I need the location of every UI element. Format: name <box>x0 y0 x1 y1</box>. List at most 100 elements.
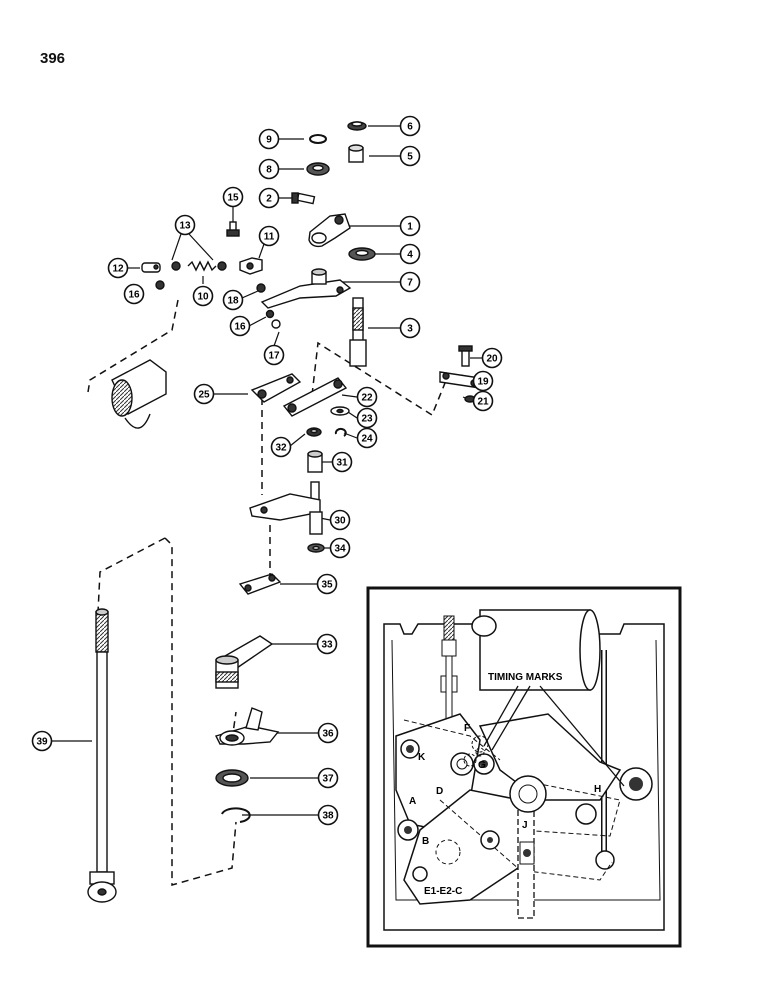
callout-5: 5 <box>399 145 421 167</box>
svg-text:1: 1 <box>407 222 413 233</box>
callout-16b: 16 <box>229 315 251 337</box>
svg-text:11: 11 <box>264 232 275 243</box>
callout-1: 1 <box>399 215 421 237</box>
part-36-fork <box>214 707 280 746</box>
callout-30: 30 <box>329 509 351 531</box>
inset-letter-d: D <box>436 786 443 797</box>
page-number: 396 <box>40 50 66 67</box>
part-11-yoke <box>239 257 263 275</box>
svg-text:15: 15 <box>227 193 239 204</box>
part-39-shaft <box>87 608 117 903</box>
svg-text:31: 31 <box>336 458 348 469</box>
inset-letter-f: F <box>464 723 470 734</box>
svg-text:34: 34 <box>334 544 346 555</box>
callout-35: 35 <box>316 573 338 595</box>
part-20-bolt <box>458 345 473 367</box>
part-38-snap-ring <box>221 807 251 823</box>
callout-38: 38 <box>317 804 339 826</box>
part-37-seal <box>215 769 249 787</box>
svg-text:18: 18 <box>227 296 239 307</box>
inset-letter-k: K <box>418 752 426 763</box>
part-3-shaft <box>349 297 367 367</box>
callout-32: 32 <box>270 436 292 458</box>
svg-text:9: 9 <box>266 135 272 146</box>
part-12-pin <box>141 262 161 273</box>
callout-4: 4 <box>399 243 421 265</box>
part-15-bolt <box>226 221 240 237</box>
timing-marks-label: TIMING MARKS <box>488 672 563 683</box>
svg-text:39: 39 <box>36 737 48 748</box>
part-25-link <box>250 373 302 403</box>
callouts: 1 2 3 4 5 6 7 8 9 10 11 12 13 15 16 16 1… <box>31 115 503 826</box>
callout-15: 15 <box>222 186 244 208</box>
dashed-guides <box>87 299 446 886</box>
callout-8: 8 <box>258 158 280 180</box>
svg-text:24: 24 <box>361 434 373 445</box>
part-6-nut <box>347 121 367 131</box>
callout-7: 7 <box>399 271 421 293</box>
svg-text:37: 37 <box>322 774 334 785</box>
svg-text:6: 6 <box>407 122 413 133</box>
svg-text:38: 38 <box>322 811 334 822</box>
part-9-snap-ring <box>309 134 327 144</box>
svg-text:32: 32 <box>275 443 287 454</box>
shift-sleeve <box>111 359 167 429</box>
inset-letter-a: A <box>409 796 416 807</box>
part-31-bushing <box>307 450 323 473</box>
svg-text:17: 17 <box>268 351 280 362</box>
inset-letter-h: H <box>594 784 601 795</box>
part-7-lever <box>260 268 352 309</box>
callout-34: 34 <box>329 537 351 559</box>
part-24-clip <box>334 427 347 437</box>
parts <box>87 121 481 903</box>
callout-37: 37 <box>317 767 339 789</box>
callout-22: 22 <box>356 386 378 408</box>
part-4-washer <box>348 247 376 261</box>
svg-text:5: 5 <box>407 152 413 163</box>
svg-text:20: 20 <box>486 354 498 365</box>
part-8-washer <box>306 162 330 176</box>
svg-text:10: 10 <box>197 292 209 303</box>
callout-12: 12 <box>107 257 129 279</box>
timing-arrow-left <box>483 685 519 747</box>
part-35-link <box>238 573 282 595</box>
svg-text:22: 22 <box>361 393 373 404</box>
svg-text:12: 12 <box>112 264 124 275</box>
callout-21: 21 <box>472 390 494 412</box>
callout-3: 3 <box>399 317 421 339</box>
svg-text:2: 2 <box>266 194 272 205</box>
svg-text:19: 19 <box>477 377 489 388</box>
callout-31: 31 <box>331 451 353 473</box>
callout-39: 39 <box>31 730 53 752</box>
inset-code: E1-E2-C <box>424 886 462 897</box>
part-18-nut <box>256 283 266 293</box>
callout-19: 19 <box>472 370 494 392</box>
inset-letter-g: G <box>478 760 486 771</box>
svg-text:13: 13 <box>179 221 191 232</box>
svg-text:25: 25 <box>198 390 210 401</box>
callout-13: 13 <box>174 214 196 236</box>
callout-25: 25 <box>193 383 215 405</box>
svg-text:30: 30 <box>334 516 346 527</box>
leader-lines <box>52 125 482 816</box>
inset-letter-b: B <box>422 836 429 847</box>
svg-text:4: 4 <box>407 250 413 261</box>
svg-text:33: 33 <box>321 640 333 651</box>
callout-18: 18 <box>222 289 244 311</box>
svg-text:35: 35 <box>321 580 333 591</box>
callout-20: 20 <box>481 347 503 369</box>
svg-text:23: 23 <box>361 414 373 425</box>
svg-text:36: 36 <box>322 729 334 740</box>
svg-text:8: 8 <box>266 165 272 176</box>
callout-36: 36 <box>317 722 339 744</box>
part-16-nut <box>155 280 165 290</box>
part-30-shaft-arm <box>249 481 323 535</box>
timing-arrow-right <box>539 685 625 787</box>
inset-letter-j: J <box>522 820 528 831</box>
callout-33: 33 <box>316 633 338 655</box>
callout-16a: 16 <box>123 283 145 305</box>
callout-10: 10 <box>192 285 214 307</box>
callout-9: 9 <box>258 128 280 150</box>
part-32-nut <box>306 427 322 437</box>
